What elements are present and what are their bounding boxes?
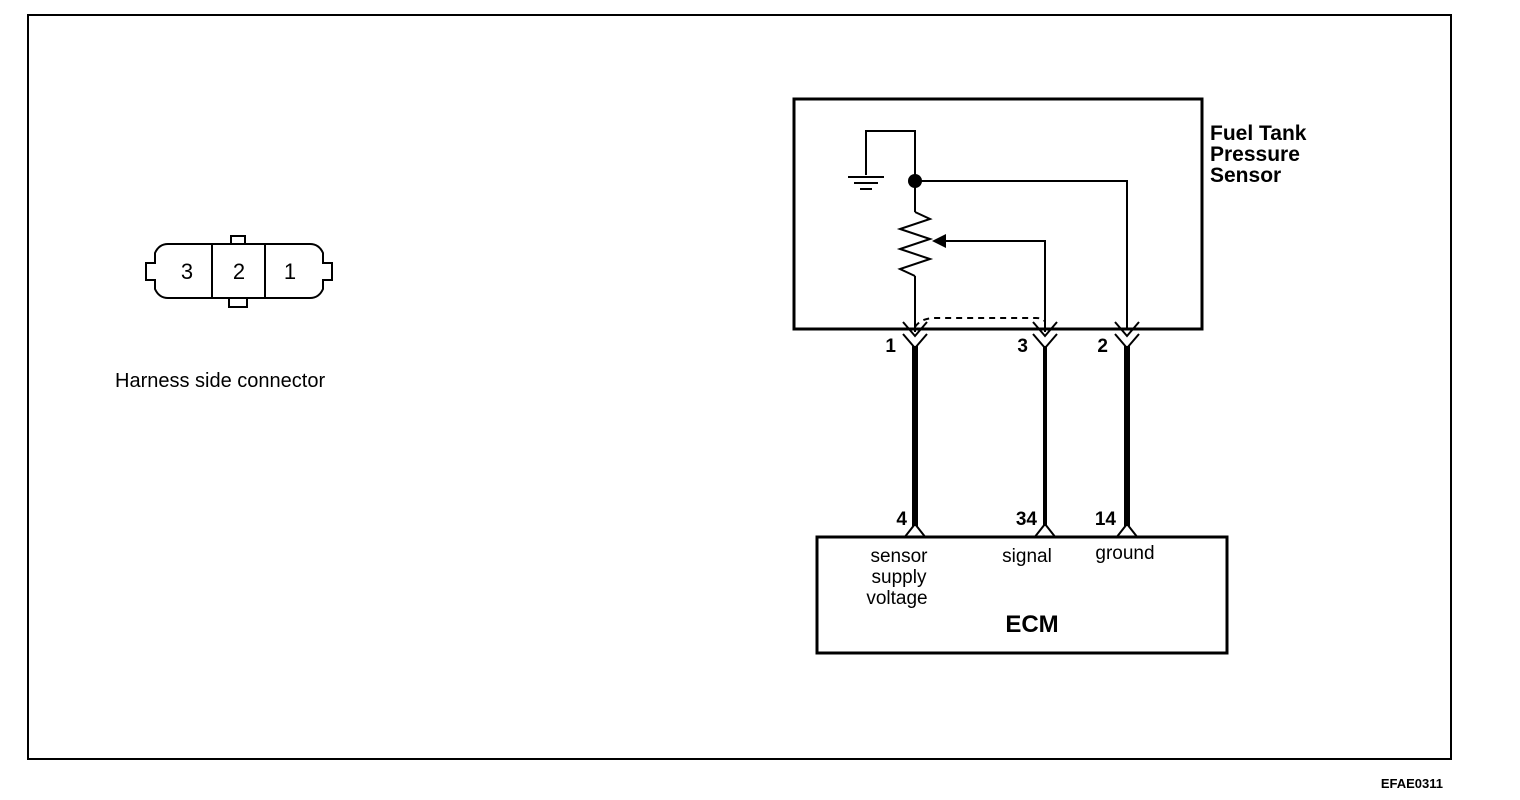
ground-lead [865,130,916,180]
ecm-function-supply: supply [872,567,927,588]
sensor-block: 1 3 2 [792,97,1204,357]
diagram-frame [27,14,1452,760]
ecm-function-signal: signal [1002,546,1052,567]
sensor-pin-number: 2 [1097,336,1108,357]
connector-caption: Harness side connector [115,370,325,392]
sensor-box [792,97,1204,331]
terminal-fork-icon [1115,522,1139,539]
harness-wire-signal [1043,346,1047,526]
sensor-title-line: Sensor [1210,164,1281,187]
ecm-label: ECM [1005,611,1058,638]
terminal-fork-icon [902,321,928,338]
ecm-pin-number: 4 [896,509,907,530]
terminal-fork-icon [1033,522,1057,539]
harness-wire-supply [912,346,918,526]
wire-internal-ground [915,180,1128,330]
cavity-number: 2 [233,259,245,284]
ecm-box [815,535,1229,655]
ecm-function-ground: ground [1095,543,1154,564]
connector-bottom-key [228,297,248,308]
sensor-pin-number: 1 [885,336,896,357]
wire-wiper-signal [946,240,1046,332]
connector-top-key [230,235,246,245]
ecm-function-supply: voltage [866,588,927,609]
sensor-title-line: Pressure [1210,143,1300,166]
dashed-shield-link [914,317,1046,328]
sensor-title-line: Fuel Tank [1210,122,1307,145]
cavity-number: 1 [284,259,296,284]
terminal-fork-icon [903,522,927,539]
ecm-block: 4 34 14 sensor supply voltage signal gro… [815,509,1229,655]
wiper-arrow-icon [932,234,946,248]
harness-connector: 3 2 1 [145,235,333,308]
ecm-pin-number: 34 [1016,509,1038,530]
sensor-pin-number: 3 [1017,336,1028,357]
ecm-function-supply: sensor [870,546,928,567]
ecm-pin-number: 14 [1095,509,1117,530]
terminal-fork-icon [1032,321,1058,338]
sensor-title: Fuel Tank Pressure Sensor [1210,122,1307,187]
cavity-number: 3 [181,259,193,284]
potentiometer-icon [896,211,934,277]
figure-code: EFAE0311 [1381,776,1443,791]
terminal-fork-icon [1114,321,1140,338]
connector-outline [145,243,333,299]
harness-wire-ground [1124,346,1130,526]
